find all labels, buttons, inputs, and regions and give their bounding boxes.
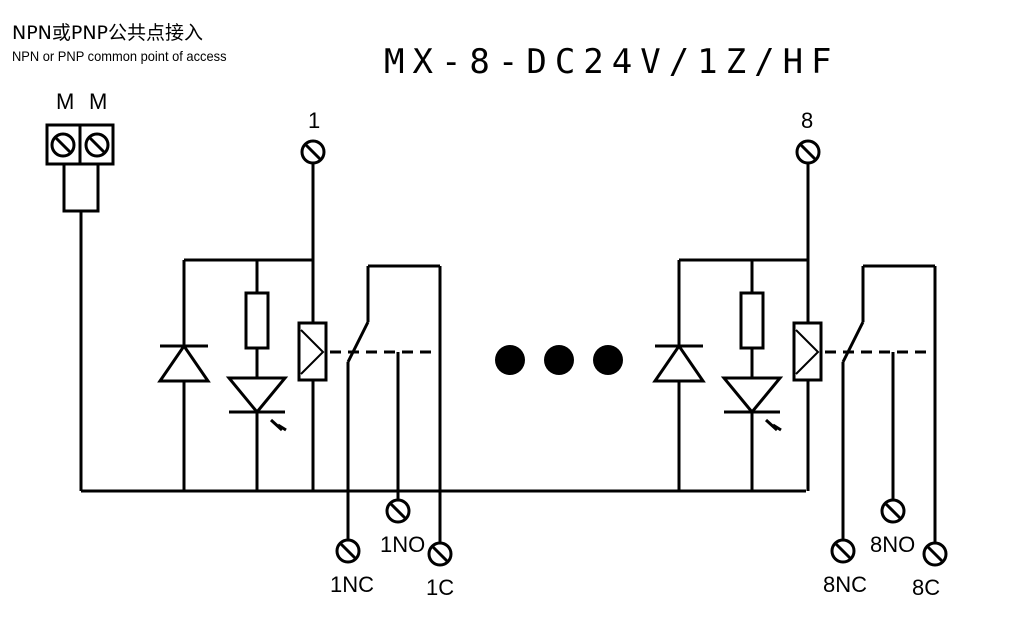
relay-channel-8: 8 8NC 8NO 8C xyxy=(655,108,946,600)
nc-label-8: 8NC xyxy=(823,572,867,597)
relay-channel-1: 1 1NC 1NO 1C xyxy=(160,108,454,600)
ellipsis-dots xyxy=(495,345,623,375)
common-label-right: M xyxy=(89,89,107,114)
input-label-8: 8 xyxy=(801,108,813,133)
model-title: MX-8-DC24V/1Z/HF xyxy=(384,42,840,82)
c-label-8: 8C xyxy=(912,575,940,600)
no-label-1: 1NO xyxy=(380,532,425,557)
nc-label-1: 1NC xyxy=(330,572,374,597)
access-title-en: NPN or PNP common point of access xyxy=(12,48,227,64)
no-label-8: 8NO xyxy=(870,532,915,557)
common-terminal-screw-left xyxy=(50,132,76,158)
input-label-1: 1 xyxy=(308,108,320,133)
access-title-cn: NPN或PNP公共点接入 xyxy=(12,22,204,44)
c-label-1: 1C xyxy=(426,575,454,600)
common-label-left: M xyxy=(56,89,74,114)
common-terminal-screw-right xyxy=(84,132,110,158)
